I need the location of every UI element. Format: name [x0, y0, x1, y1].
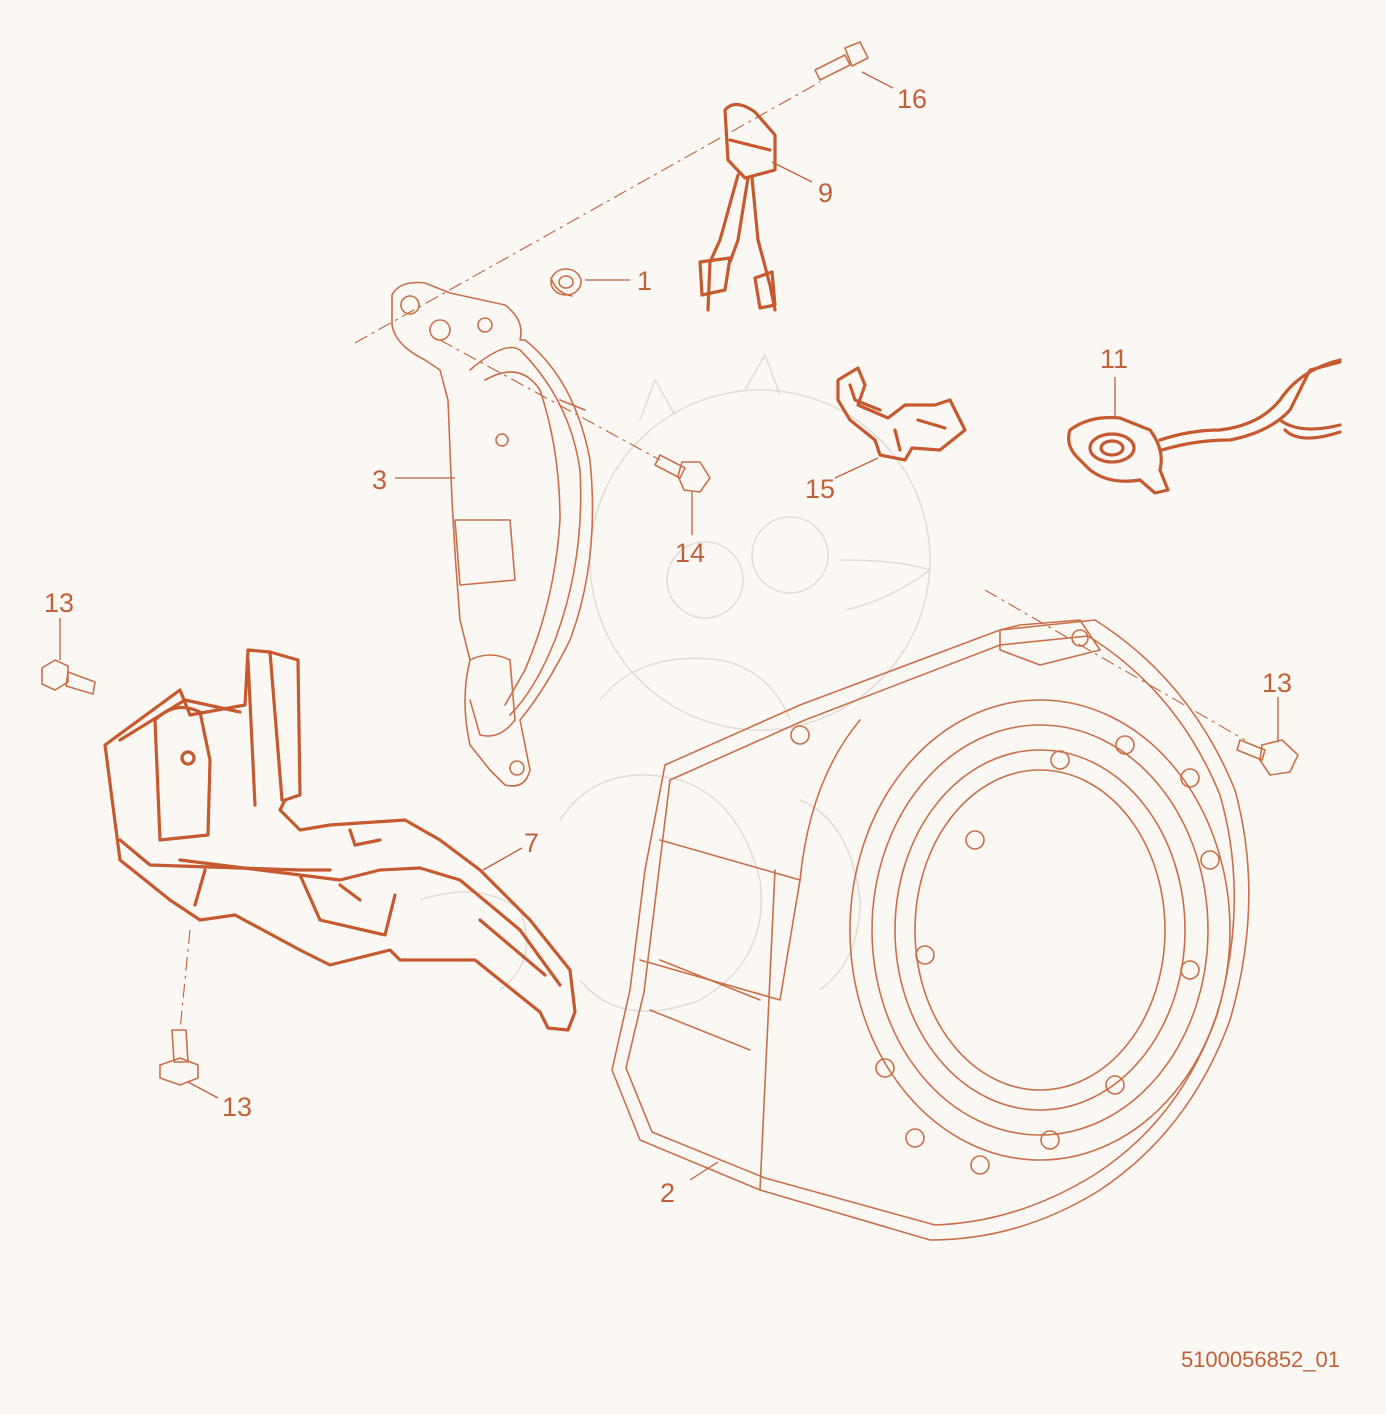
callout-numbers: 1 2 3 7 9 11 13 13 13 14 15 16	[44, 84, 1292, 1208]
part-11-sensor	[1067, 358, 1342, 495]
part-3-shield	[391, 281, 594, 787]
leader-lines	[59, 71, 1279, 1181]
part-14-bolt	[654, 454, 711, 493]
callout-1: 1	[637, 266, 652, 296]
callout-13-lower-left: 13	[222, 1092, 252, 1122]
callout-11: 11	[1100, 344, 1128, 374]
callout-13-upper-left: 13	[44, 588, 74, 618]
callout-15: 15	[805, 474, 835, 504]
axis-lines	[179, 81, 1246, 1031]
part-13-bolt-right	[1236, 739, 1299, 776]
callout-2: 2	[660, 1178, 675, 1208]
callout-14: 14	[675, 538, 705, 568]
watermark-figure	[419, 353, 932, 1012]
callout-16: 16	[897, 84, 927, 114]
part-13-bolt-upper-left	[41, 659, 96, 695]
part-15-clip	[836, 366, 967, 462]
part-1-bushing	[550, 268, 582, 297]
part-13-bolt-lower-left	[159, 1029, 199, 1086]
callout-7: 7	[524, 828, 539, 858]
part-9-cable	[698, 102, 777, 312]
part-7-bracket	[103, 648, 577, 1032]
part-16-bolt	[814, 41, 869, 81]
callout-3: 3	[372, 465, 387, 495]
callout-9: 9	[818, 178, 833, 208]
reference-code: 5100056852_01	[1181, 1347, 1340, 1372]
part-2-housing	[611, 619, 1250, 1241]
callout-13-right: 13	[1262, 668, 1292, 698]
